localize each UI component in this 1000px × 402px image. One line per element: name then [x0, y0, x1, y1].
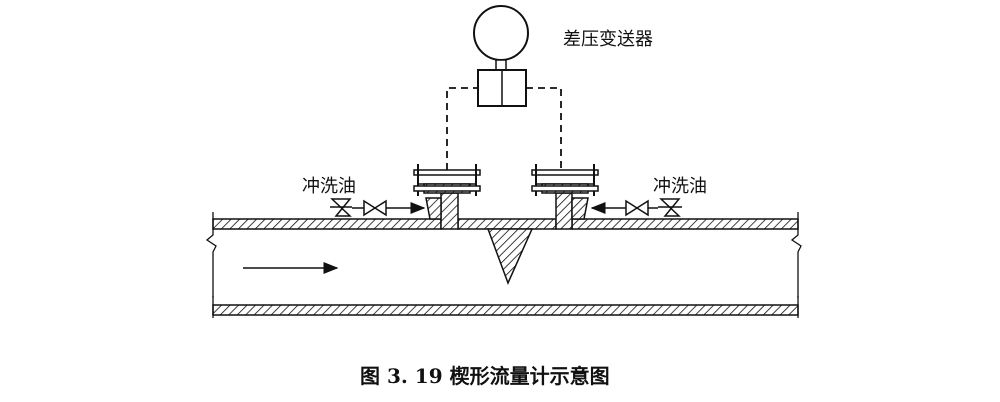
pipe-lower-wall [212, 304, 799, 316]
dp-transmitter [473, 5, 529, 107]
pipe-break-lines [205, 212, 802, 318]
left-pressure-tap [413, 164, 481, 230]
right-flush-oil-line [590, 198, 682, 217]
flush-oil-label-left: 冲洗油 [302, 176, 356, 197]
figure-caption: 图 3. 19 楔形流量计示意图 [360, 364, 610, 388]
impulse-lines [446, 87, 562, 170]
transmitter-label: 差压变送器 [563, 29, 653, 50]
flush-oil-label-right: 冲洗油 [653, 176, 707, 197]
wedge-element [486, 228, 534, 285]
right-pressure-tap [531, 164, 599, 230]
pipe-upper-wall [212, 218, 799, 230]
left-flush-oil-line [330, 198, 426, 217]
transmitter-gauge-icon [473, 5, 529, 61]
